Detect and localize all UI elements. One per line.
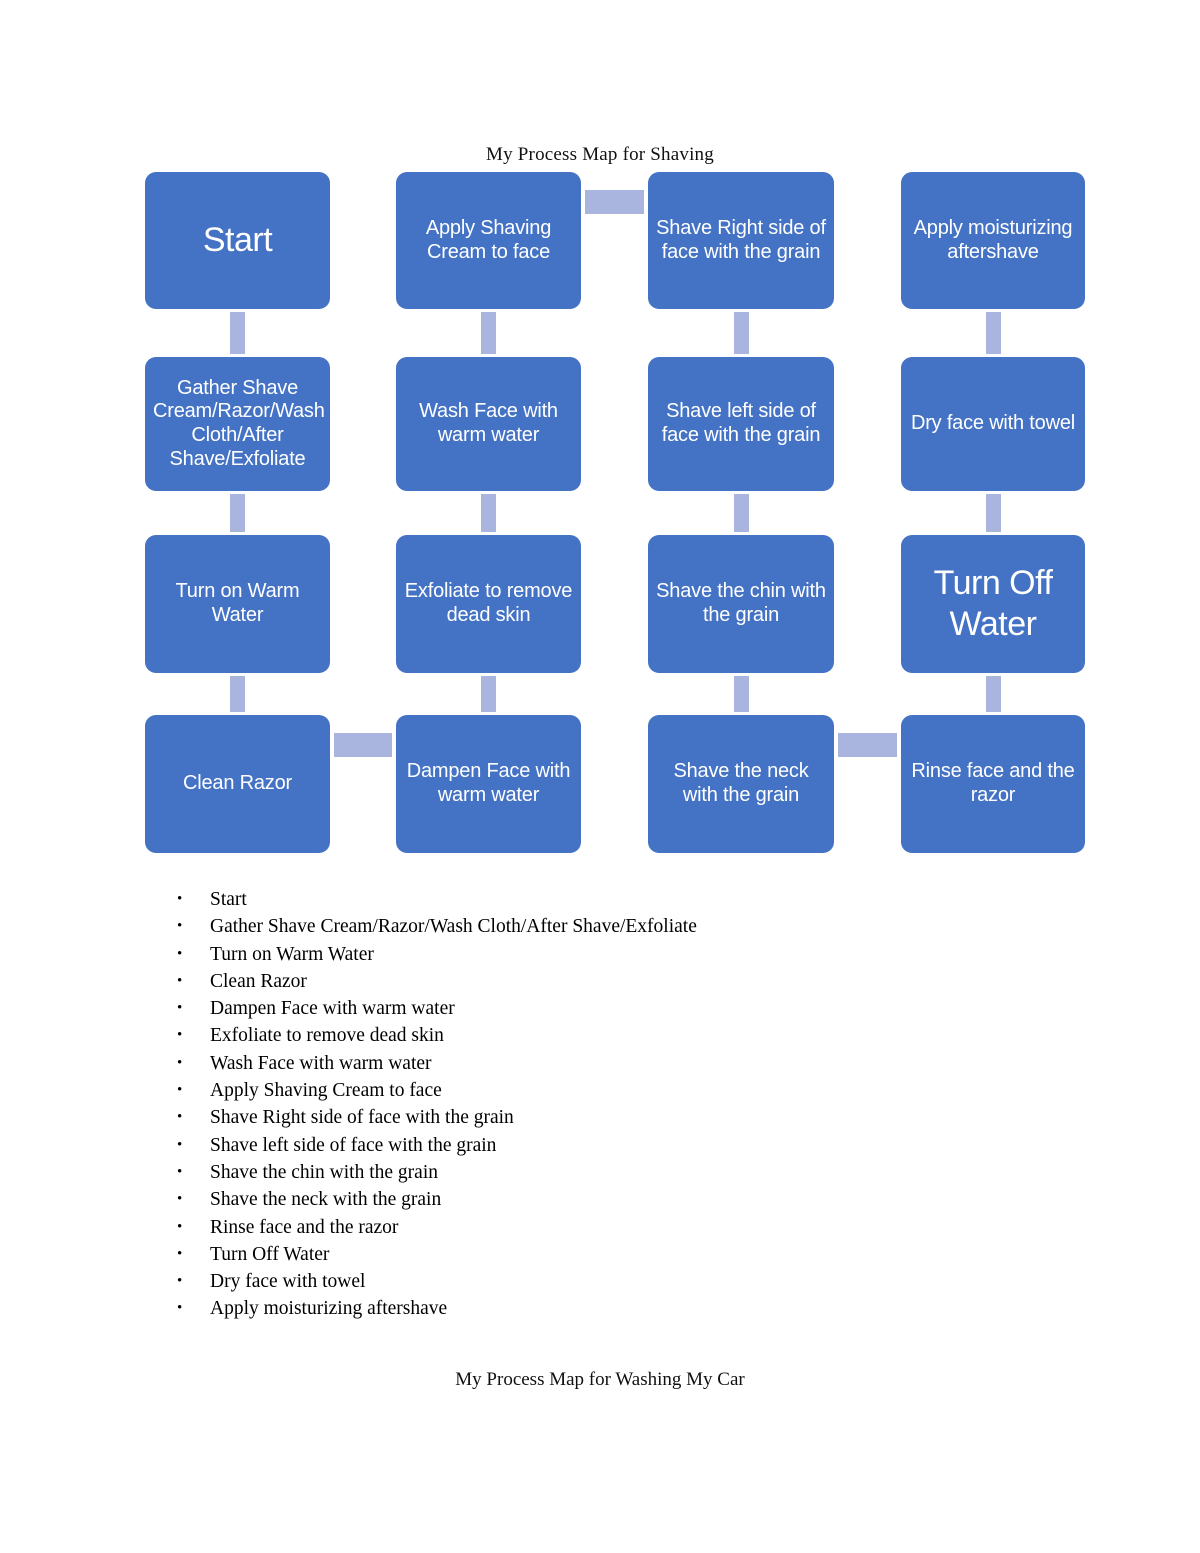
flowchart-node-label: Clean Razor xyxy=(183,772,292,795)
flowchart-node-label: Wash Face with warm water xyxy=(419,400,558,446)
flowchart-node[interactable]: Apply Shaving Cream to face xyxy=(396,172,581,309)
flowchart-node-label: Shave the neck with the grain xyxy=(673,760,809,806)
flowchart-node[interactable]: Shave Right side of face with the grain xyxy=(648,172,834,309)
list-item: Apply Shaving Cream to face xyxy=(175,1077,1075,1105)
list-item-label: Shave left side of face with the grain xyxy=(210,1134,497,1156)
flowchart-node-label: Apply moisturizing aftershave xyxy=(913,216,1073,263)
list-item-label: Wash Face with warm water xyxy=(210,1052,432,1074)
list-item-label: Rinse face and the razor xyxy=(210,1216,399,1238)
list-item-label: Exfoliate to remove dead skin xyxy=(210,1025,444,1047)
list-item: Clean Razor xyxy=(175,968,1075,996)
list-item: Shave the chin with the grain xyxy=(175,1159,1075,1187)
list-item: Wash Face with warm water xyxy=(175,1050,1075,1078)
flowchart-node[interactable]: Shave the neck with the grain xyxy=(648,715,834,853)
flowchart-node-label: Shave Right side of face with the grain xyxy=(656,216,826,263)
flowchart-node[interactable]: Dampen Face with warm water xyxy=(396,715,581,853)
flowchart-node[interactable]: Shave the chin with the grain xyxy=(648,535,834,673)
flowchart-node[interactable]: Start xyxy=(145,172,330,309)
flowchart-connector xyxy=(230,494,245,532)
flowchart-node[interactable]: Dry face with towel xyxy=(901,357,1085,491)
list-item-label: Start xyxy=(210,889,247,910)
list-item-label: Turn on Warm Water xyxy=(210,943,374,965)
flowchart-node-label: Dry face with towel xyxy=(910,412,1076,435)
list-item-label: Dry face with towel xyxy=(210,1271,366,1293)
flowchart-node[interactable]: Exfoliate to remove dead skin xyxy=(396,535,581,673)
flowchart-node[interactable]: Turn Off Water xyxy=(901,535,1085,673)
flowchart-connector xyxy=(481,494,496,532)
flowchart-connector xyxy=(986,676,1001,712)
list-item: Shave left side of face with the grain xyxy=(175,1132,1075,1160)
list-item: Shave the neck with the grain xyxy=(175,1186,1075,1214)
flowchart-node-label: Apply Shaving Cream to face xyxy=(425,216,552,263)
flowchart-node-label: Turn Off Water xyxy=(933,563,1053,643)
flowchart-connector xyxy=(986,312,1001,354)
list-item: Exfoliate to remove dead skin xyxy=(175,1022,1075,1050)
flowchart-node-label: Exfoliate to remove dead skin xyxy=(404,580,573,626)
list-item-label: Shave the chin with the grain xyxy=(210,1161,438,1183)
flowchart-connector xyxy=(734,494,749,532)
list-item: Turn Off Water xyxy=(175,1241,1075,1269)
list-item-label: Dampen Face with warm water xyxy=(210,998,455,1020)
list-item: Shave Right side of face with the grain xyxy=(175,1104,1075,1132)
list-item: Dry face with towel xyxy=(175,1268,1075,1296)
flowchart-node[interactable]: Apply moisturizing aftershave xyxy=(901,172,1085,309)
flowchart-node-label: Start xyxy=(202,220,273,259)
flowchart-node[interactable]: Turn on Warm Water xyxy=(145,535,330,673)
flowchart-node[interactable]: Gather Shave Cream/Razor/Wash Cloth/Afte… xyxy=(145,357,330,491)
page-title: My Process Map for Shaving xyxy=(486,144,714,165)
list-item-label: Apply Shaving Cream to face xyxy=(210,1080,442,1102)
flowchart-connector xyxy=(986,494,1001,532)
list-item-label: Shave the neck with the grain xyxy=(210,1189,442,1211)
flowchart-connector xyxy=(230,676,245,712)
flowchart-connector xyxy=(481,312,496,354)
flowchart-node[interactable]: Rinse face and the razor xyxy=(901,715,1085,853)
flowchart-node[interactable]: Shave left side of face with the grain xyxy=(648,357,834,491)
flowchart-node-label: Dampen Face with warm water xyxy=(406,760,571,806)
flowchart-node[interactable]: Clean Razor xyxy=(145,715,330,853)
list-item: Apply moisturizing aftershave xyxy=(175,1295,1075,1323)
flowchart-connector xyxy=(734,676,749,712)
flowchart-connector xyxy=(230,312,245,354)
flowchart-connector xyxy=(481,676,496,712)
flowchart-connector xyxy=(734,312,749,354)
list-item: Rinse face and the razor xyxy=(175,1214,1075,1242)
flowchart-node-label: Shave the chin with the grain xyxy=(656,580,826,626)
flowchart-connector xyxy=(334,733,392,757)
list-item-label: Shave Right side of face with the grain xyxy=(210,1107,514,1129)
list-item: Gather Shave Cream/Razor/Wash Cloth/Afte… xyxy=(175,913,1075,941)
list-item: Turn on Warm Water xyxy=(175,941,1075,969)
flowchart-node[interactable]: Wash Face with warm water xyxy=(396,357,581,491)
list-item: Start xyxy=(175,886,1075,914)
flowchart-node-label: Shave left side of face with the grain xyxy=(661,400,821,446)
flowchart-connector xyxy=(838,733,897,757)
list-item: Dampen Face with warm water xyxy=(175,995,1075,1023)
flowchart-node-label: Rinse face and the razor xyxy=(911,760,1075,806)
flowchart-node-label: Turn on Warm Water xyxy=(175,580,300,626)
list-item-label: Gather Shave Cream/Razor/Wash Cloth/Afte… xyxy=(210,916,697,938)
list-item-label: Clean Razor xyxy=(210,970,307,992)
list-item-label: Apply moisturizing aftershave xyxy=(210,1298,448,1320)
flowchart-node-label: Gather Shave Cream/Razor/Wash Cloth/Afte… xyxy=(153,376,325,470)
bottom-caption: My Process Map for Washing My Car xyxy=(455,1369,745,1390)
flowchart-connector xyxy=(585,190,644,214)
list-item-label: Turn Off Water xyxy=(210,1243,330,1265)
